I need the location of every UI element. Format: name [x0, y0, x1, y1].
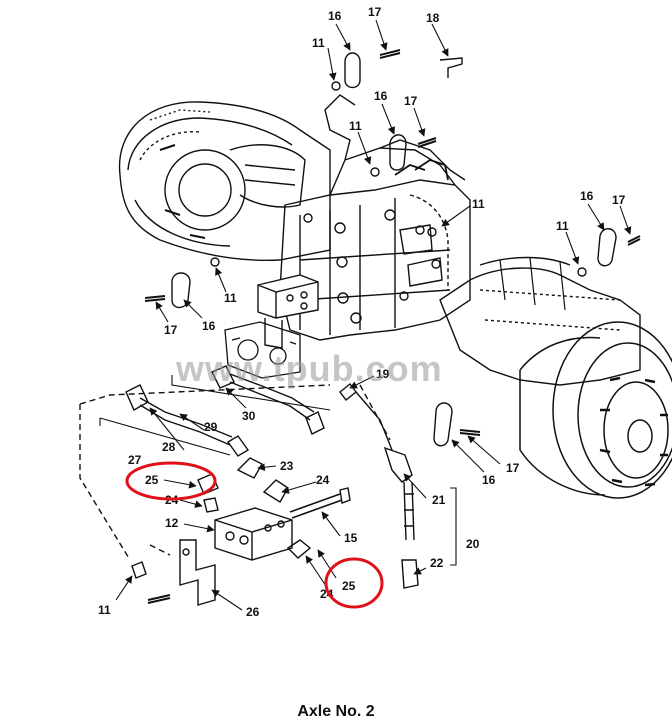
clamp-hardware-top	[144, 49, 641, 447]
center-gear-case	[279, 94, 471, 341]
callout-11b: 11	[349, 119, 362, 133]
callout-25a: 25	[145, 473, 159, 487]
callout-17a: 17	[368, 5, 382, 19]
callout-25b: 25	[342, 579, 356, 593]
callout-29: 29	[204, 420, 218, 434]
callout-16a: 16	[328, 9, 342, 23]
callout-11d: 11	[556, 219, 569, 233]
right-wheel-hub	[519, 321, 672, 499]
callout-27: 27	[128, 453, 142, 467]
callout-17b: 17	[404, 94, 418, 108]
callout-11a: 11	[312, 36, 325, 50]
figure-caption: Axle No. 2	[297, 703, 375, 720]
watermark-text: www.tpub.com	[176, 348, 443, 389]
highlight-ellipse-25-lower	[324, 557, 384, 609]
callout-18: 18	[426, 11, 440, 25]
callout-11f: 11	[98, 603, 111, 617]
callout-23: 23	[280, 459, 294, 473]
callout-24b: 24	[316, 473, 330, 487]
callout-17c: 17	[612, 193, 626, 207]
callout-17d: 17	[164, 323, 178, 337]
callout-16c: 16	[580, 189, 594, 203]
callout-20: 20	[466, 537, 480, 551]
callout-12: 12	[165, 516, 179, 530]
callout-labels: 11 16 17 18 16 17 11 11 16 17 11 11 17 1…	[98, 5, 626, 619]
callout-17e: 17	[506, 461, 520, 475]
callout-22: 22	[430, 556, 444, 570]
callout-16d: 16	[202, 319, 216, 333]
hose-assemblies	[79, 365, 457, 606]
right-axle-housing	[439, 256, 641, 386]
highlight-ellipse-25-upper	[125, 461, 217, 501]
callout-28: 28	[162, 440, 176, 454]
callout-15: 15	[344, 531, 358, 545]
callout-19: 19	[376, 367, 390, 381]
lower-valve-cluster	[224, 321, 301, 379]
left-axle-housing	[118, 101, 331, 262]
leader-arrows	[115, 19, 632, 611]
callout-16b: 16	[374, 89, 388, 103]
callout-26: 26	[246, 605, 260, 619]
highlight-annotations	[125, 461, 384, 609]
callout-30: 30	[242, 409, 256, 423]
callout-11e: 11	[224, 291, 237, 305]
mounting-bracket-upper	[257, 274, 319, 349]
callout-16e: 16	[482, 473, 496, 487]
callout-21: 21	[432, 493, 446, 507]
callout-11c: 11	[472, 197, 485, 211]
